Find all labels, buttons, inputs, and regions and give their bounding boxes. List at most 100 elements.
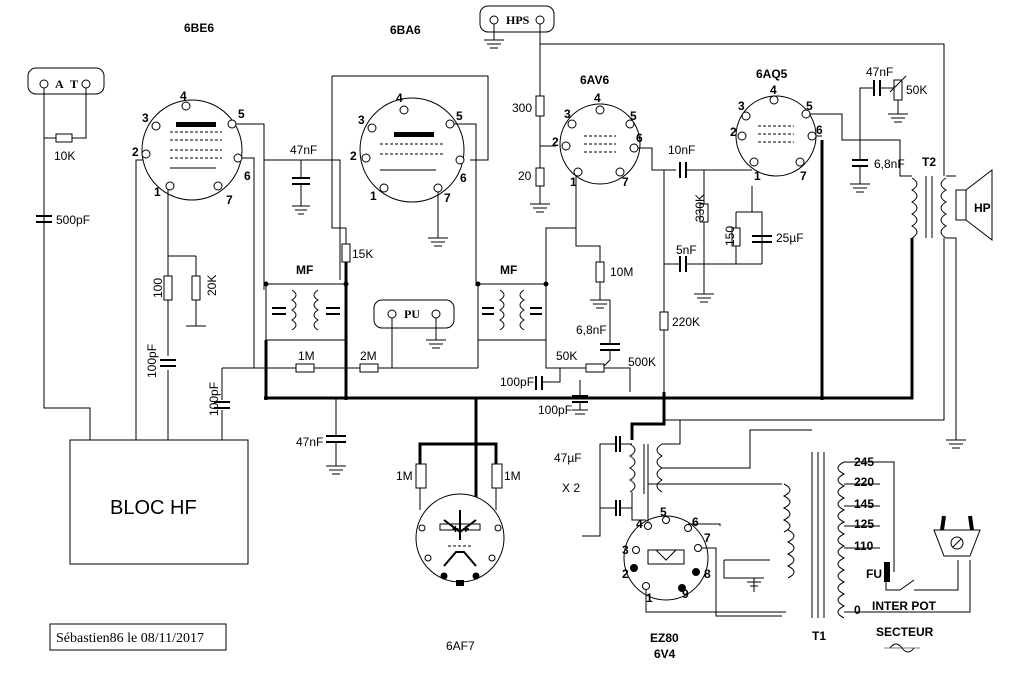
resistor-100-label: 100 bbox=[151, 278, 165, 298]
tube-6ba6: 6BA6 4 5 3 2 6 1 7 bbox=[332, 23, 489, 286]
resistor-1m-c-label: 1M bbox=[504, 469, 521, 483]
pin-label: 5 bbox=[630, 109, 637, 123]
antenna-a-label: A bbox=[55, 77, 64, 91]
capacitor-6-8nf-a-label: 6,8nF bbox=[576, 323, 607, 337]
potentiometer-500k-label: 500K bbox=[628, 355, 656, 369]
capacitor-47nf-c-label: 47nF bbox=[866, 65, 893, 79]
if-transformer-1-label: MF bbox=[296, 263, 313, 277]
capacitor-47nf-a: 47nF bbox=[264, 143, 341, 280]
capacitor-10nf-label: 10nF bbox=[668, 143, 695, 157]
pin-label: 2 bbox=[132, 145, 139, 159]
signature-text: Sébastien86 le 08/11/2017 bbox=[56, 631, 204, 646]
pin-label: 3 bbox=[358, 113, 365, 127]
fuse-label: FU bbox=[866, 567, 882, 581]
resistor-300-label: 300 bbox=[512, 101, 532, 115]
pin-label: 7 bbox=[444, 191, 451, 205]
bloc-hf-label: BLOC HF bbox=[110, 497, 197, 519]
pin-label: 9 bbox=[682, 587, 689, 601]
pin-label: 1 bbox=[370, 189, 377, 203]
pin-label: 2 bbox=[350, 149, 357, 163]
signature-box: Sébastien86 le 08/11/2017 bbox=[49, 623, 227, 651]
resistor-2m-label: 2M bbox=[360, 349, 377, 363]
output-coupling: 10nF 330K 220K 5nF 150 25µF bbox=[652, 143, 804, 392]
capacitor-47uf-label: 47µF bbox=[554, 451, 582, 465]
resistor-150-label: 150 bbox=[723, 226, 737, 246]
resistor-10m-label: 10M bbox=[610, 265, 633, 279]
antenna-t-label: T bbox=[70, 77, 78, 91]
antenna-terminal: A T 10K 500pF bbox=[27, 67, 105, 440]
pin-label: 6 bbox=[244, 169, 251, 183]
pin-label: 4 bbox=[594, 91, 601, 105]
capacitor-47nf-b: 47nF bbox=[296, 398, 346, 475]
agc-line: 1M 2M bbox=[222, 340, 479, 400]
pin-label: 5 bbox=[456, 109, 463, 123]
svg-text:+ +: + + bbox=[452, 522, 469, 536]
resistor-10m: 10M bbox=[590, 261, 633, 309]
tube-6be6: 6BE6 4 5 3 2 6 1 7 bbox=[132, 21, 266, 369]
filter-capacitors: 47µF X 2 bbox=[554, 420, 812, 537]
tube-ez80: 4 5 6 3 7 2 8 1 9 EZ80 6V4 bbox=[622, 483, 786, 661]
pin-label: 5 bbox=[660, 505, 667, 519]
capacitor-100pf-d-label: 100pF bbox=[538, 403, 572, 417]
capacitor-100pf-c-label: 100pF bbox=[500, 375, 534, 389]
tube-6v4-label: 6V4 bbox=[654, 647, 676, 661]
pu-terminal: PU bbox=[373, 299, 455, 368]
capacitor-100pf-a-label: 100pF bbox=[145, 344, 159, 378]
tube-6ba6-label: 6BA6 bbox=[390, 23, 421, 37]
resistor-50k-a-label: 50K bbox=[556, 349, 577, 363]
tube-ez80-label: EZ80 bbox=[650, 631, 679, 645]
bus-6af7-left bbox=[418, 398, 478, 470]
pin-label: 2 bbox=[730, 125, 737, 139]
tube-6aq5-label: 6AQ5 bbox=[756, 67, 788, 81]
hps-terminal: HPS 300 20 bbox=[479, 5, 945, 213]
resistor-20k-label: 20K bbox=[205, 275, 219, 296]
cathode-network: 100 20K 100pF 100pF bbox=[145, 190, 230, 416]
pin-label: 6 bbox=[816, 123, 823, 137]
tube-6af7-label: 6AF7 bbox=[446, 639, 475, 653]
pin-label: 4 bbox=[770, 83, 777, 97]
pin-label: 2 bbox=[622, 567, 629, 581]
pin-label: 3 bbox=[142, 111, 149, 125]
tube-6af7: 1M 1M + + 6AF7 bbox=[396, 463, 521, 653]
pin-label: 4 bbox=[636, 517, 643, 531]
pin-label: 7 bbox=[800, 169, 807, 183]
tap-220-label: 220 bbox=[854, 475, 874, 489]
resistor-10k-label: 10K bbox=[54, 149, 75, 163]
pin-label: 1 bbox=[754, 169, 761, 183]
tube-6av6-label: 6AV6 bbox=[580, 73, 609, 87]
pin-label: 8 bbox=[704, 567, 711, 581]
power-transformer-t1: T1 245 220 145 125 110 0 FU INTER POT SE… bbox=[782, 452, 971, 653]
mains-label: SECTEUR bbox=[876, 625, 934, 639]
hps-label: HPS bbox=[506, 13, 530, 27]
capacitor-500pf-label: 500pF bbox=[56, 213, 90, 227]
pin-label: 5 bbox=[806, 99, 813, 113]
pin-label: 6 bbox=[460, 171, 467, 185]
tone-control: 47nF 50K 6,8nF bbox=[850, 65, 927, 193]
resistor-1m-b-label: 1M bbox=[396, 469, 413, 483]
tap-145-label: 145 bbox=[854, 497, 874, 511]
if-transformer-2: MF bbox=[475, 204, 577, 369]
switch-label: INTER POT bbox=[872, 599, 937, 613]
bus-6af7-right bbox=[476, 442, 498, 470]
speaker: HP bbox=[946, 168, 993, 449]
pin-label: 1 bbox=[646, 591, 653, 605]
tap-110-label: 110 bbox=[854, 539, 874, 553]
resistor-10k bbox=[55, 133, 73, 143]
tap-0-label: 0 bbox=[854, 603, 861, 617]
capacitor-6-8nf-b-label: 6,8nF bbox=[874, 157, 905, 171]
pin-label: 6 bbox=[636, 131, 643, 145]
bloc-hf: BLOC HF bbox=[69, 159, 249, 565]
resistor-15k-label: 15K bbox=[352, 247, 373, 261]
tube-6aq5: 6AQ5 4 5 3 2 6 1 7 bbox=[730, 67, 912, 183]
capacitor-x2-label: X 2 bbox=[562, 481, 580, 495]
output-transformer-t2: T2 bbox=[664, 155, 957, 440]
pin-label: 4 bbox=[396, 91, 403, 105]
volume-network: 6,8nF 50K 500K 100pF 100pF bbox=[500, 300, 656, 417]
pin-label: 4 bbox=[180, 89, 187, 103]
resistor-220k-label: 220K bbox=[672, 315, 700, 329]
resistor-330k-label: 330K bbox=[693, 194, 707, 222]
potentiometer-50k-label: 50K bbox=[906, 83, 927, 97]
mains-plug-icon bbox=[933, 515, 981, 557]
capacitor-25uf-label: 25µF bbox=[776, 231, 804, 245]
